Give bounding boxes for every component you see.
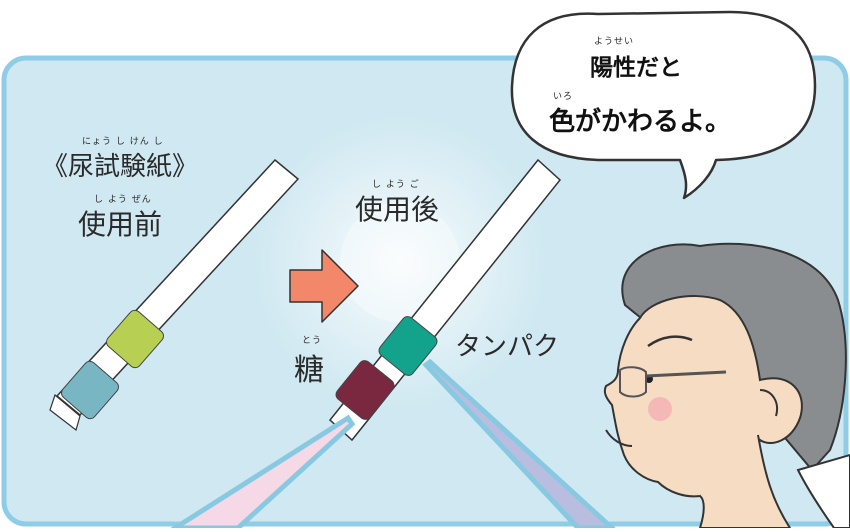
bubble-line-2: 色がかわるよ。	[549, 107, 732, 137]
after-ruby: し よう ご	[372, 180, 420, 190]
title-ruby: にょう し けん し	[82, 137, 164, 147]
arrow-icon	[289, 249, 359, 323]
sugar-ruby: とう	[302, 336, 323, 346]
pad-after-protein	[378, 316, 438, 376]
test-paper-title: 《尿試験紙》	[42, 152, 199, 182]
before-ruby: し よう ぜん	[94, 195, 152, 205]
pad-before-bottom	[61, 360, 119, 420]
bubble-line-1: 陽性だと	[590, 55, 682, 81]
center-glow	[250, 112, 550, 412]
before-label: 使用前	[78, 208, 163, 241]
bubble-ruby-2: いろ	[553, 92, 574, 102]
pad-after-sugar	[335, 360, 395, 420]
speech-bubble	[510, 10, 817, 200]
pad-before-top	[106, 309, 164, 369]
person-illustration	[603, 242, 850, 529]
test-strip-after	[328, 158, 562, 442]
protein-label: タンパク	[455, 332, 560, 362]
bubble-ruby-1: ようせい	[594, 37, 635, 47]
test-strip-before	[49, 158, 300, 432]
sugar-label: 糖	[294, 353, 324, 388]
after-label: 使用後	[355, 193, 440, 226]
